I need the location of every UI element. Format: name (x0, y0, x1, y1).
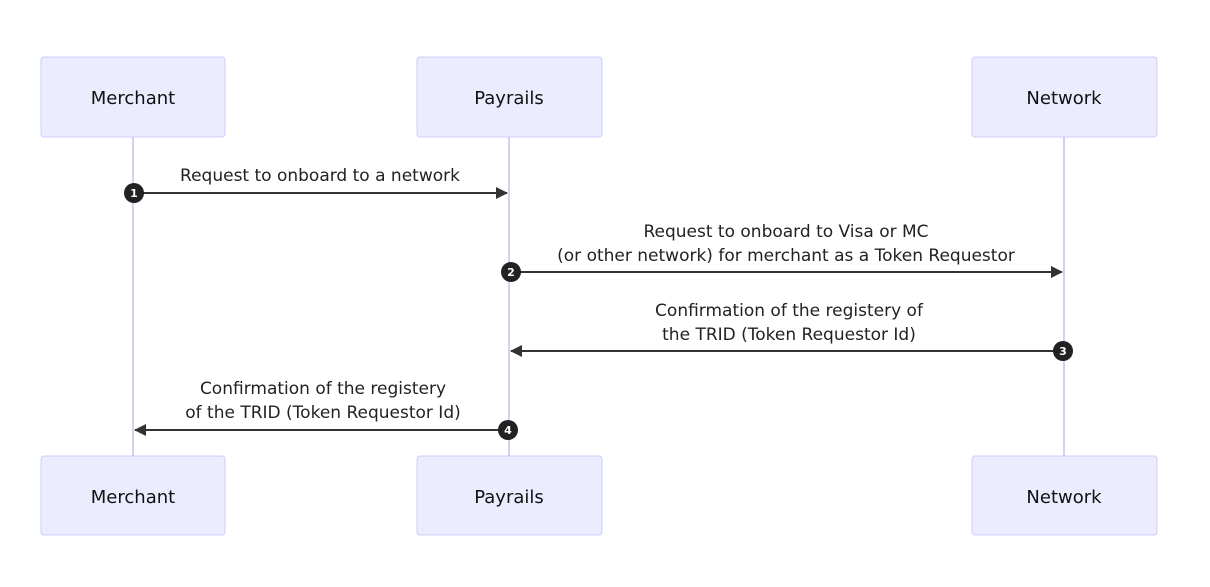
actor-top-merchant: Merchant (40, 56, 226, 138)
actor-label: Payrails (474, 487, 544, 508)
message-text: Confirmation of the registery (200, 379, 446, 399)
message-text: (or other network) for merchant as a Tok… (557, 246, 1015, 266)
actor-label: Network (1026, 88, 1102, 109)
sequence-number: 3 (1059, 345, 1067, 358)
sequence-number: 2 (507, 266, 515, 279)
actor-bottom-payrails: Payrails (416, 455, 603, 536)
message-text: Request to onboard to a network (180, 166, 460, 186)
sequence-number-badge (1053, 341, 1073, 361)
message-text: of the TRID (Token Requestor Id) (185, 403, 461, 423)
message-3: Confirmation of the registery of the TRI… (510, 301, 1073, 361)
actor-bottom-network: Network (971, 455, 1158, 536)
message-text: Confirmation of the registery of (655, 301, 924, 321)
actor-top-network: Network (971, 56, 1158, 138)
actor-top-payrails: Payrails (416, 56, 603, 138)
message-1: Request to onboard to a network 1 (124, 166, 508, 203)
actor-label: Network (1026, 487, 1102, 508)
actor-label: Payrails (474, 88, 544, 109)
sequence-number: 4 (504, 424, 512, 437)
actor-bottom-merchant: Merchant (40, 455, 226, 536)
sequence-number: 1 (130, 187, 138, 200)
sequence-number-badge (501, 262, 521, 282)
actor-label: Merchant (91, 487, 175, 508)
sequence-number-badge (124, 183, 144, 203)
actor-label: Merchant (91, 88, 175, 109)
message-text: the TRID (Token Requestor Id) (662, 325, 916, 345)
message-2: Request to onboard to Visa or MC (or oth… (501, 222, 1063, 282)
message-4: Confirmation of the registery of the TRI… (134, 379, 518, 440)
sequence-number-badge (498, 420, 518, 440)
message-text: Request to onboard to Visa or MC (643, 222, 928, 242)
